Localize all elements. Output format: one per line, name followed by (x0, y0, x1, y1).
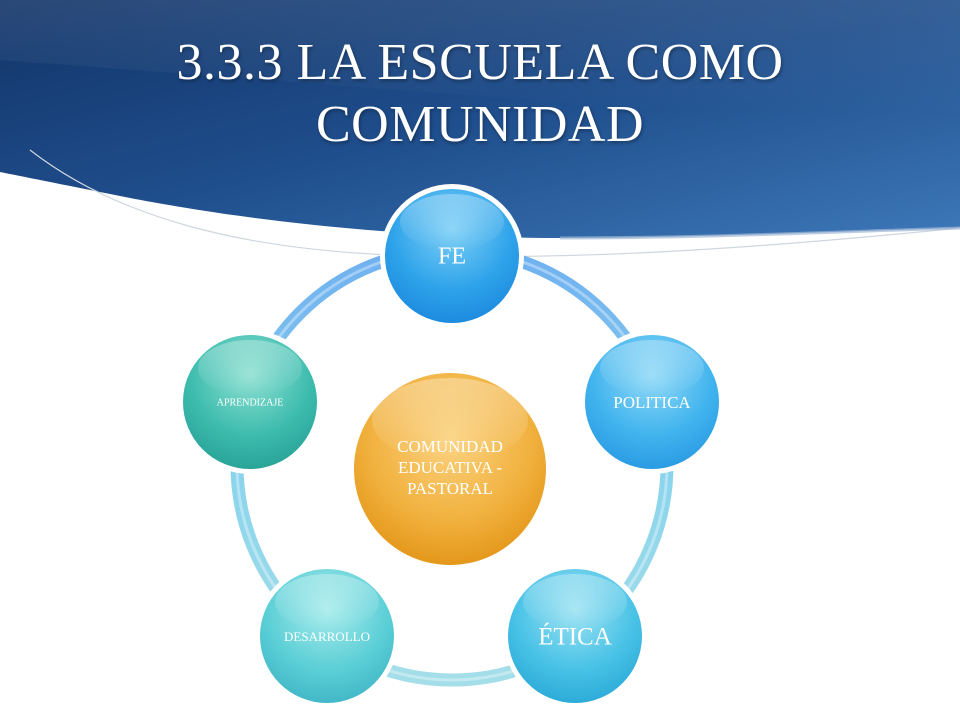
node-etica-label: ÉTICA (538, 623, 612, 651)
title-line-1: 3.3.3 LA ESCUELA COMO (176, 34, 784, 91)
node-aprendizaje-label: APRENDIZAJE (217, 397, 284, 408)
center-node: COMUNIDAD EDUCATIVA - PASTORAL (350, 369, 550, 569)
node-etica: ÉTICA (503, 564, 647, 708)
banner-light-edge (559, 226, 960, 240)
center-label-line-1: COMUNIDAD (397, 437, 503, 456)
center-label-line-3: PASTORAL (407, 479, 493, 498)
node-desarrollo-label: DESARROLLO (284, 629, 370, 644)
banner-highlight (0, 0, 960, 112)
node-aprendizaje: APRENDIZAJE (178, 330, 322, 474)
node-politica-label: POLITICA (613, 393, 691, 412)
node-politica: POLITICA (580, 330, 724, 474)
node-fe: FE (380, 184, 524, 328)
center-label-line-2: EDUCATIVA - (398, 458, 502, 477)
title-banner (0, 0, 960, 258)
title-line-2: COMUNIDAD (315, 96, 645, 153)
slide-title: 3.3.3 LA ESCUELA COMO COMUNIDAD (0, 32, 960, 156)
node-desarrollo: DESARROLLO (255, 564, 399, 708)
node-fe-label: FE (438, 244, 466, 270)
